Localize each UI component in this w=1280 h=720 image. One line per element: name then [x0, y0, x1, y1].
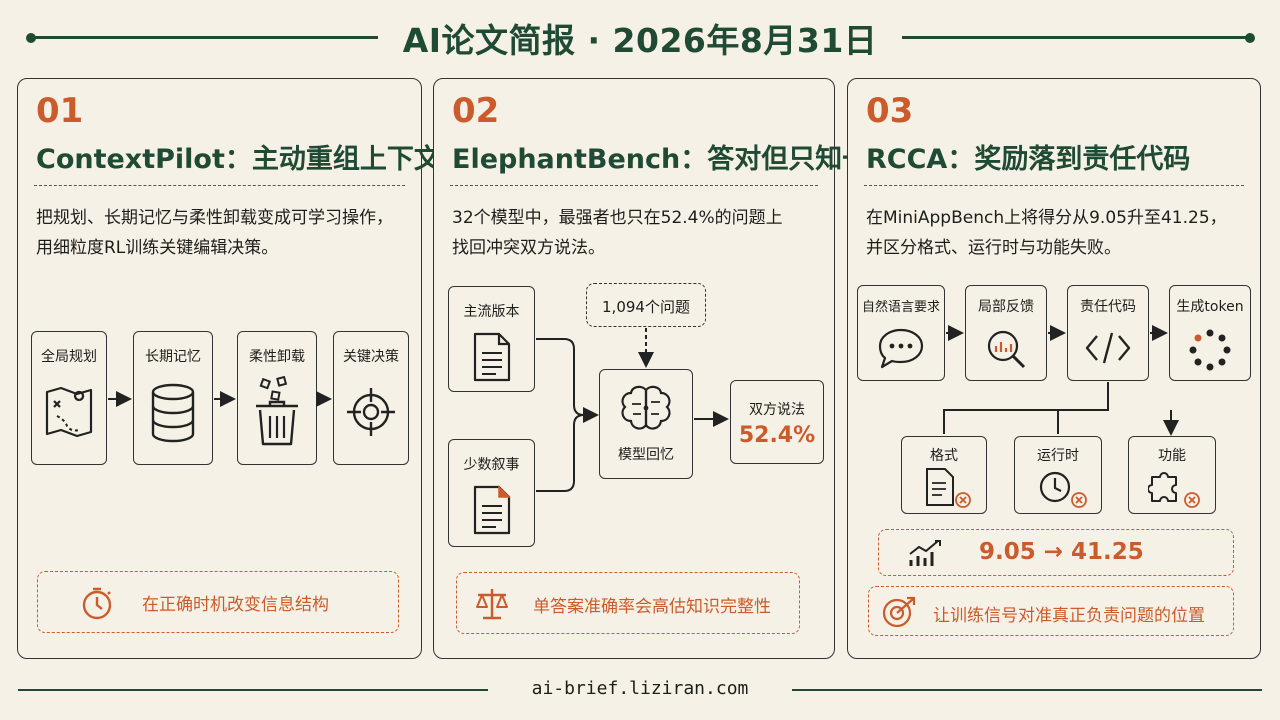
footer-right-rule	[792, 689, 1262, 691]
step-box: 长期记忆	[133, 331, 213, 465]
model-recall-box: 模型回忆	[599, 369, 693, 479]
result-label: 双方说法	[749, 402, 805, 418]
paper-description: 在MiniAppBench上将得分从9.05升至41.25， 并区分格式、运行时…	[866, 203, 1236, 263]
header-right-dot	[1245, 33, 1255, 43]
callout-text: 单答案准确率会高估知识完整性	[533, 597, 771, 617]
questions-label: 1,094个问题	[602, 298, 690, 316]
stopwatch-icon	[82, 587, 112, 620]
flow-arrows	[108, 391, 332, 407]
key-insight-callout: 单答案准确率会高估知识完整性	[456, 572, 800, 634]
paper-card-3: 03 RCCA：奖励落到责任代码 在MiniAppBench上将得分从9.05升…	[847, 78, 1261, 659]
document-x-icon	[926, 468, 971, 508]
callout-text: 在正确时机改变信息结构	[142, 595, 329, 615]
paper-card-2: 02 ElephantBench：答对但只知一面 32个模型中，最强者也只在52…	[433, 78, 896, 659]
map-icon	[45, 386, 93, 438]
description-line: 用细粒度RL训练关键编辑决策。	[36, 238, 279, 258]
step-label: 关键决策	[343, 349, 399, 365]
step-box: 全局规划	[31, 331, 107, 465]
pipeline-step-box: 生成token	[1169, 285, 1251, 381]
flow-arrows	[536, 328, 729, 492]
paper-title: ElephantBench：答对但只知一面	[452, 144, 897, 175]
footer-url[interactable]: ai-brief.liziran.com	[531, 678, 749, 699]
paper-description: 32个模型中，最强者也只在52.4%的问题上 找回冲突双方说法。	[452, 203, 822, 263]
pipeline-label: 局部反馈	[978, 299, 1034, 315]
pipeline-step-box: 局部反馈	[965, 285, 1047, 381]
pipeline-step-box: 责任代码	[1067, 285, 1149, 381]
description-line: 把规划、长期记忆与柔性卸载变成可学习操作，	[36, 208, 393, 228]
step-box: 柔性卸载	[237, 331, 317, 465]
pipeline-label: 责任代码	[1080, 299, 1136, 315]
pipeline-step-box: 自然语言要求	[857, 285, 945, 381]
questions-box: 1,094个问题	[586, 283, 706, 327]
description-line: 找回冲突双方说法。	[452, 238, 605, 258]
description-line: 并区分格式、运行时与功能失败。	[866, 238, 1121, 258]
header-left-dot	[26, 33, 36, 43]
source-label: 少数叙事	[463, 457, 520, 473]
score-text: 9.05 → 41.25	[979, 539, 1144, 565]
target-arrow-icon	[882, 596, 916, 628]
failure-label: 功能	[1158, 448, 1186, 464]
trash-icon	[256, 376, 298, 446]
result-value: 52.4%	[738, 423, 816, 448]
paper-card-1: 01 ContextPilot：主动重组上下文 把规划、长期记忆与柔性卸载变成可…	[17, 78, 441, 659]
model-label: 模型回忆	[618, 447, 674, 463]
paper-title: ContextPilot：主动重组上下文	[36, 144, 441, 175]
failure-box: 运行时	[1014, 436, 1102, 514]
step-box: 关键决策	[333, 331, 409, 465]
failure-box: 格式	[901, 436, 987, 514]
chart-search-icon	[987, 330, 1026, 369]
loading-icon	[1189, 329, 1231, 371]
pipeline-label: 生成token	[1176, 299, 1244, 315]
step-label: 长期记忆	[145, 349, 201, 365]
mainstream-source-box: 主流版本	[448, 286, 535, 392]
code-icon	[1085, 332, 1131, 364]
paper-title: RCCA：奖励落到责任代码	[866, 144, 1191, 175]
source-label: 主流版本	[463, 304, 520, 320]
flow-arrows	[943, 325, 1262, 660]
pipeline-label: 自然语言要求	[861, 300, 940, 315]
scale-icon	[476, 589, 508, 620]
header-right-rule	[902, 36, 1246, 39]
target-icon	[347, 388, 395, 436]
divider	[34, 185, 405, 186]
document-icon	[473, 485, 511, 535]
clock-x-icon	[1039, 471, 1087, 508]
divider	[864, 185, 1244, 186]
header-left-rule	[34, 36, 378, 39]
paper-number: 01	[36, 91, 84, 131]
failure-label: 运行时	[1037, 448, 1079, 464]
minority-source-box: 少数叙事	[448, 439, 535, 547]
page-title: AI论文简报 · 2026年8月31日	[402, 21, 878, 60]
failure-label: 格式	[930, 448, 958, 464]
footer-left-rule	[18, 689, 488, 691]
brain-icon	[621, 385, 671, 430]
paper-number: 03	[866, 91, 914, 131]
step-label: 柔性卸载	[249, 349, 305, 365]
callout-text: 让训练信号对准真正负责问题的位置	[933, 606, 1205, 626]
document-icon	[473, 332, 510, 382]
step-label: 全局规划	[41, 349, 97, 365]
key-insight-callout: 让训练信号对准真正负责问题的位置	[868, 586, 1234, 636]
score-callout: 9.05 → 41.25	[878, 529, 1234, 576]
description-line: 在MiniAppBench上将得分从9.05升至41.25，	[866, 208, 1227, 228]
description-line: 32个模型中，最强者也只在52.4%的问题上	[452, 208, 783, 228]
paper-number: 02	[452, 91, 500, 131]
chat-icon	[878, 328, 924, 369]
paper-description: 把规划、长期记忆与柔性卸载变成可学习操作， 用细粒度RL训练关键编辑决策。	[36, 203, 406, 263]
growth-chart-icon	[909, 540, 941, 566]
puzzle-x-icon	[1148, 472, 1200, 508]
database-icon	[151, 383, 195, 443]
divider	[450, 185, 818, 186]
key-insight-callout: 在正确时机改变信息结构	[37, 571, 399, 633]
result-box: 双方说法 52.4%	[730, 380, 824, 464]
